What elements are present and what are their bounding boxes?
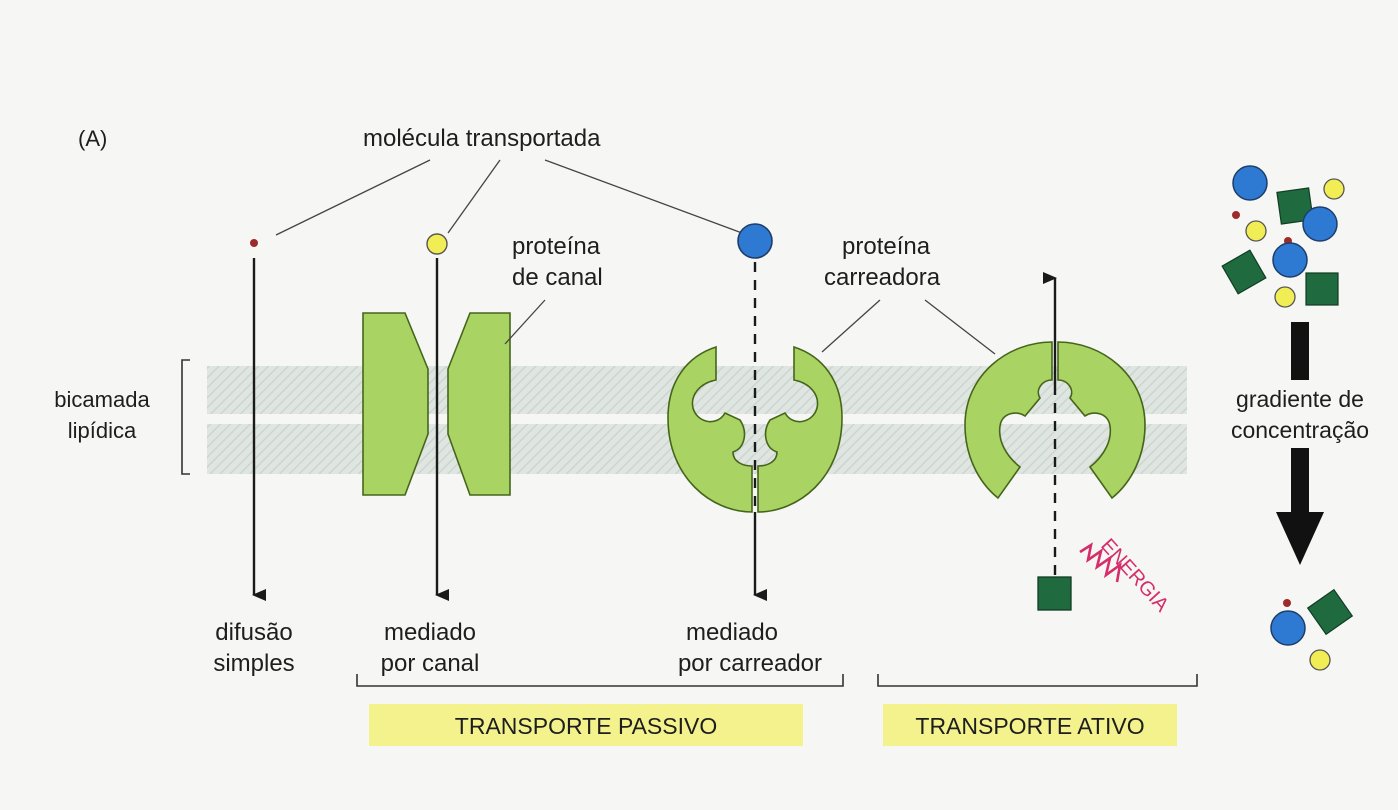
gradient-label-1: gradiente de [1236,386,1364,412]
yellow-molecule-icon [426,233,448,255]
carrier-protein-label-2: carreadora [824,264,941,291]
blue-molecule-icon [737,223,773,259]
bilayer-label-1: bicamada [54,387,150,412]
channel-protein-label-1: proteína [512,233,601,260]
energy-label: ENERGIA [1096,535,1173,617]
molecule-pointer-lines [275,159,743,236]
bilayer-bracket [181,359,190,475]
passive-transport-label: TRANSPORTE PASSIVO [455,713,717,739]
carrier-half-left [667,345,753,513]
square-molecule-icon [1306,588,1354,636]
carrier-mediated-label-2: por carreador [678,650,822,677]
passive-transport-highlight [369,704,803,746]
carrier-half-right [757,345,843,513]
concentration-gradient-arrow [1276,322,1324,565]
molecule-cluster-high [1221,165,1345,308]
simple-diffusion [250,239,266,601]
square-molecule-icon [1221,249,1267,295]
active-carrier-half-left [964,341,1053,500]
blue-molecule-icon [1232,165,1268,201]
carrier-protein-active [964,272,1146,611]
bilayer-label-2: lipídica [68,418,137,443]
panel-label: (A) [78,126,107,151]
channel-mediated-label-1: mediado [384,619,476,646]
yellow-molecule-icon [1274,286,1296,308]
transported-molecule-label: molécula transportada [363,125,601,152]
passive-transport-bracket [356,674,844,687]
simple-diffusion-label-2: simples [213,650,294,677]
small-molecule-icon [250,239,258,247]
carrier-protein-label-1: proteína [842,233,931,260]
carrier-mediated-label-1: mediado [686,619,778,646]
active-transport-highlight [883,704,1177,746]
square-molecule-icon [1037,576,1072,611]
blue-molecule-icon [1270,610,1306,646]
blue-molecule-icon [1302,206,1338,242]
channel-protein-label-2: de canal [512,264,603,291]
channel-protein: proteína de canal [362,233,603,601]
carrier-protein-open-out [667,223,843,601]
yellow-molecule-icon [1245,220,1267,242]
square-molecule-icon [1276,187,1314,225]
channel-pointer-line [504,299,546,345]
gradient-label-2: concentração [1231,417,1369,443]
blue-molecule-icon [1272,242,1308,278]
active-transport-label: TRANSPORTE ATIVO [915,713,1144,739]
active-transport-bracket [877,674,1198,687]
carrier-pointer-lines [821,299,996,355]
channel-mediated-label-2: por canal [381,650,480,677]
molecule-cluster-low [1270,588,1354,671]
yellow-molecule-icon [1309,649,1331,671]
small-molecule-icon [1283,599,1291,607]
energy-zigzag-icon [1079,542,1122,583]
simple-diffusion-label-1: difusão [215,619,292,646]
energy: ENERGIA [1079,535,1173,617]
channel-protein-left [362,312,429,496]
square-molecule-icon [1305,272,1339,306]
channel-protein-right [447,312,511,496]
yellow-molecule-icon [1323,178,1345,200]
small-molecule-icon [1232,211,1240,219]
active-carrier-half-right [1057,341,1146,500]
